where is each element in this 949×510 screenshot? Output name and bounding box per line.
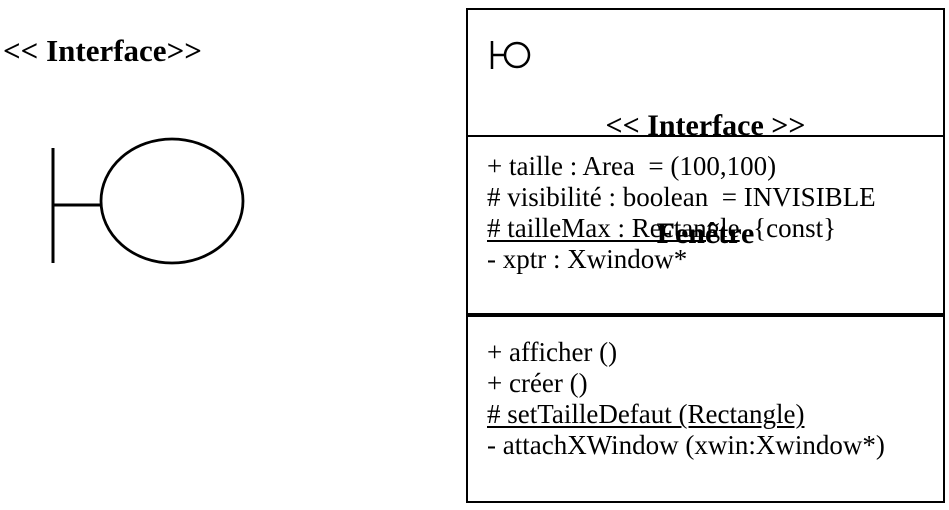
method-line: # setTailleDefaut (Rectangle) — [487, 399, 943, 430]
class-header-compartment: << Interface >> Fenêtre — [468, 10, 943, 250]
method-underlined-part: # setTailleDefaut (Rectangle) — [487, 399, 805, 429]
attributes-compartment: + taille : Area = (100,100) # visibilité… — [468, 137, 943, 317]
method-line: + afficher () — [487, 337, 943, 368]
methods-compartment: + afficher () + créer () # setTailleDefa… — [468, 317, 943, 501]
method-line: - attachXWindow (xwin:Xwindow*) — [487, 430, 943, 461]
method-line: + créer () — [487, 368, 943, 399]
uml-class-box: << Interface >> Fenêtre + taille : Area … — [466, 8, 945, 503]
left-interface-stereotype: << Interface>> — [3, 33, 202, 68]
class-name: Fenêtre — [656, 217, 755, 250]
class-stereotype: << Interface >> — [605, 109, 806, 142]
attribute-line: - xptr : Xwindow* — [487, 244, 943, 275]
attribute-line: # visibilité : boolean = INVISIBLE — [487, 182, 943, 213]
method-text: - attachXWindow (xwin:Xwindow*) — [487, 430, 885, 460]
attribute-text: + taille : Area = (100,100) — [487, 151, 777, 181]
attribute-text: - xptr : Xwindow* — [487, 244, 688, 274]
method-text: + créer () — [487, 368, 588, 398]
attribute-text: {const} — [739, 213, 837, 243]
lollipop-interface-icon — [490, 41, 531, 69]
attribute-text: # visibilité : boolean = INVISIBLE — [487, 182, 876, 212]
attribute-underlined-part: # tailleMax : Rectangle — [487, 213, 740, 243]
attribute-line: + taille : Area = (100,100) — [487, 151, 943, 182]
class-header-text: << Interface >> Fenêtre — [468, 10, 943, 324]
attribute-line: # tailleMax : Rectangle {const} — [487, 213, 943, 244]
lollipop-interface-icon — [51, 137, 245, 265]
method-text: + afficher () — [487, 337, 618, 367]
